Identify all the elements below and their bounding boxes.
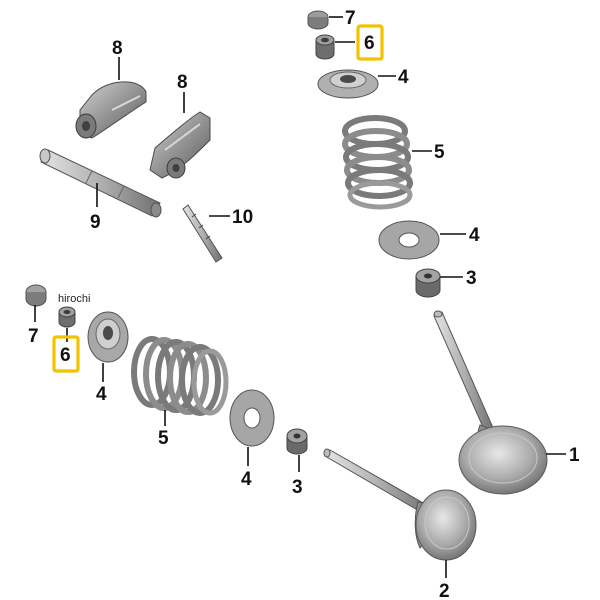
spring-seat-top <box>378 220 440 260</box>
valve-spring-left <box>131 336 229 416</box>
callout-5-left: 5 <box>158 428 169 449</box>
callout-3-top: 3 <box>466 268 477 289</box>
callout-3-left: 3 <box>292 477 303 498</box>
valve-1 <box>433 310 548 495</box>
callout-1: 1 <box>569 445 580 466</box>
valve-spring-top <box>342 115 413 210</box>
rocker-arm-right <box>149 111 211 179</box>
callout-6-left: 6 <box>60 345 71 366</box>
callout-9: 9 <box>90 212 101 233</box>
callout-4-top-a: 4 <box>398 67 409 88</box>
rocker-shaft <box>39 148 162 218</box>
highlight-box-6-top <box>356 24 384 61</box>
callout-7-left: 7 <box>28 326 39 347</box>
valve-2 <box>323 448 477 561</box>
callout-4-left-b: 4 <box>241 469 252 490</box>
valve-stem-seal-top <box>415 268 441 298</box>
callout-4-top-b: 4 <box>469 225 480 246</box>
rocker-arm-left <box>75 81 147 139</box>
locating-pin <box>182 204 223 263</box>
valve-keeper-top <box>315 34 335 60</box>
watermark: hirochi <box>58 293 90 305</box>
callout-5-top: 5 <box>434 142 445 163</box>
callout-6-top: 6 <box>364 33 375 54</box>
spring-retainer-left <box>87 311 129 363</box>
callout-8-left: 8 <box>112 38 123 59</box>
valve-keeper-left <box>58 306 76 328</box>
callout-10: 10 <box>232 207 253 228</box>
spring-retainer-top <box>317 69 379 99</box>
highlight-box-6-left <box>52 335 80 373</box>
shim-top <box>307 10 329 30</box>
callout-8-right: 8 <box>177 72 188 93</box>
shim-left <box>25 284 47 307</box>
valve-stem-seal-left <box>286 428 308 455</box>
spring-seat-left <box>229 389 275 447</box>
callout-4-left-a: 4 <box>96 384 107 405</box>
callout-7-top: 7 <box>345 8 356 29</box>
callout-2: 2 <box>439 581 450 600</box>
